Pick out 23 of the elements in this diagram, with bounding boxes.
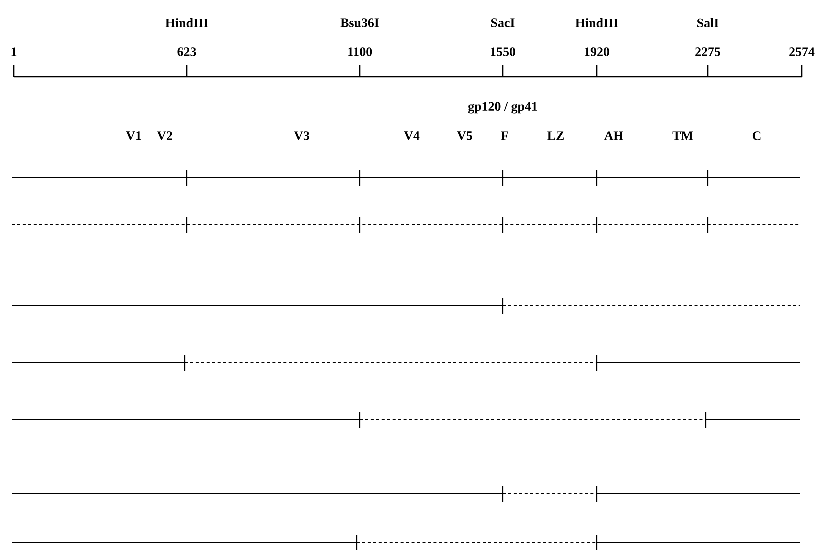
map-label: 623 [178,48,196,56]
map-label: V1 [126,132,142,140]
map-label: F [501,132,508,140]
map-label: V3 [294,132,310,140]
map-label: V5 [457,132,472,140]
map-label: HindIII [166,18,208,28]
map-label: 2275 [696,48,720,56]
map-label: V2 [157,132,172,140]
map-label: gp120 / gp41 [468,102,538,114]
map-label: AH [604,132,624,140]
map-label: C [752,132,761,140]
map-label: 1100 [348,48,372,56]
map-label: 1920 [585,48,610,56]
map-label: V4 [404,132,420,140]
map-label: Bsu36I [340,18,379,28]
map-label: LZ [548,132,564,140]
map-label: 1550 [491,48,516,56]
map-label: SacI [491,18,515,28]
map-label: SalI [698,18,719,28]
map-label: TM [672,132,694,140]
map-label: 2574 [790,48,815,56]
map-label: 1 [12,48,17,56]
map-label: HindIII [576,18,618,28]
